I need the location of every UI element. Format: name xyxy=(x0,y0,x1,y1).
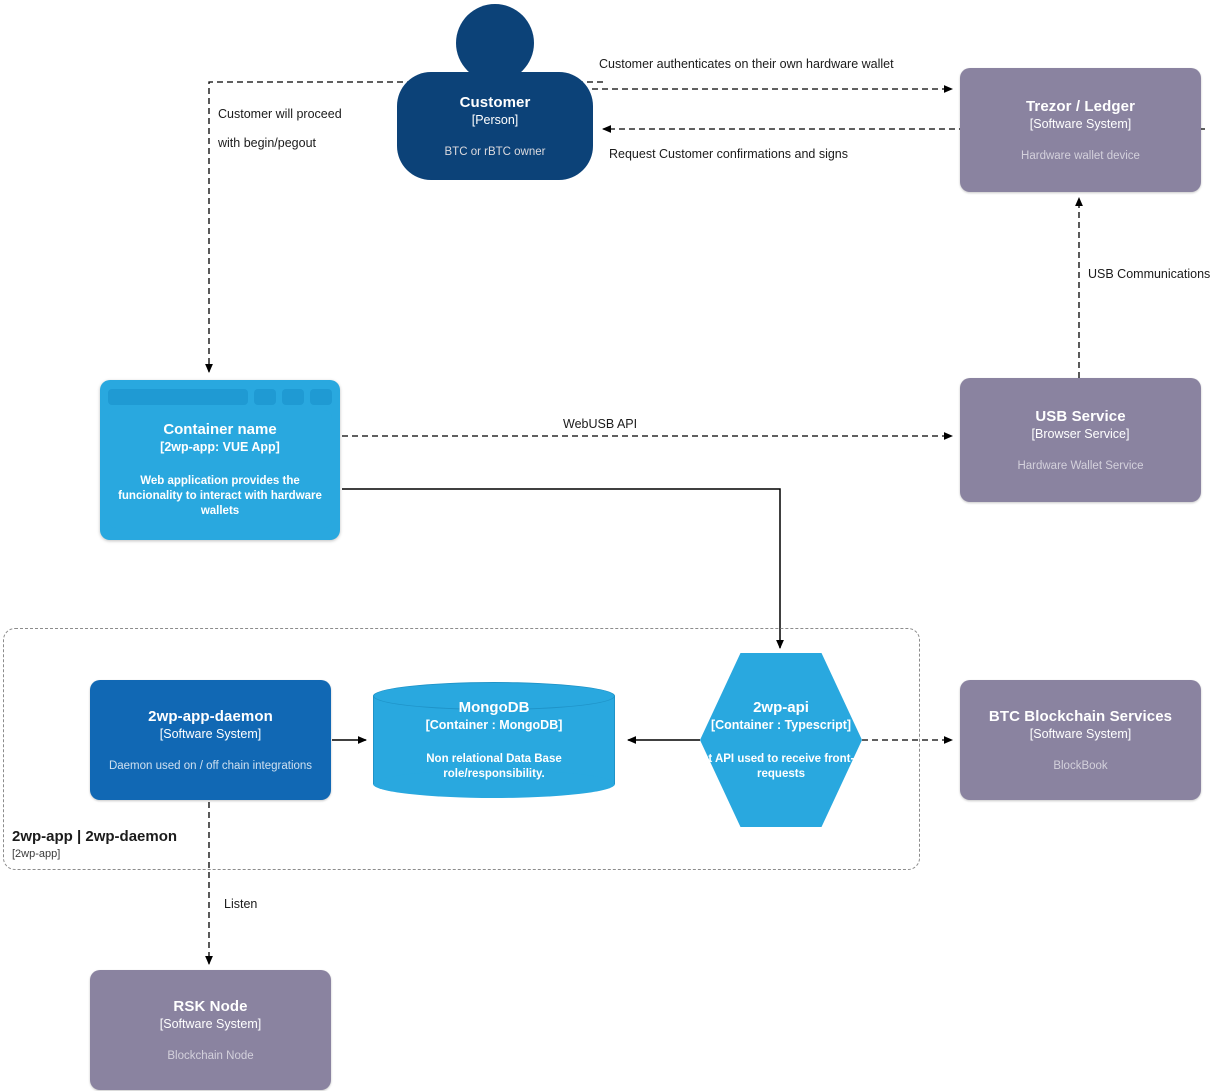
edge-vue-app-to-api xyxy=(342,488,784,649)
node-2wp-api[interactable]: 2wp-api [Container : Typescript] Rest AP… xyxy=(687,653,875,827)
edge-label-customer-to-trezor: Customer authenticates on their own hard… xyxy=(599,57,894,71)
node-btc-blockchain-services-title: BTC Blockchain Services xyxy=(988,707,1173,725)
edge-label-listen: Listen xyxy=(224,897,258,911)
cylinder-bottom xyxy=(373,770,615,798)
node-rsk-node-title: RSK Node xyxy=(173,997,248,1015)
node-2wp-api-description: Rest API used to receive front-end reque… xyxy=(687,753,875,780)
node-vue-app-body: Container name [2wp-app: VUE App] Web ap… xyxy=(108,410,332,528)
node-usb-service-description: Hardware Wallet Service xyxy=(1017,459,1144,472)
browser-button-1-icon[interactable] xyxy=(254,389,276,405)
node-customer-title: Customer xyxy=(459,93,531,111)
node-vue-app-title: Container name xyxy=(163,420,277,438)
node-btc-blockchain-services[interactable]: BTC Blockchain Services [Software System… xyxy=(960,680,1201,800)
node-rsk-node[interactable]: RSK Node [Software System] Blockchain No… xyxy=(90,970,331,1090)
node-mongodb-title: MongoDB xyxy=(458,699,530,716)
browser-title-bar xyxy=(108,388,332,406)
browser-address-field[interactable] xyxy=(108,389,248,405)
node-customer[interactable]: Customer [Person] BTC or rBTC owner xyxy=(397,72,593,180)
node-customer-description: BTC or rBTC owner xyxy=(444,145,546,158)
edge-label-webusb-api: WebUSB API xyxy=(563,417,638,431)
node-mongodb[interactable]: MongoDB [Container : MongoDB] Non relati… xyxy=(373,682,615,798)
node-2wp-app-daemon-subtitle: [Software System] xyxy=(159,726,262,741)
node-usb-service[interactable]: USB Service [Browser Service] Hardware W… xyxy=(960,378,1201,502)
node-2wp-api-label: 2wp-api [Container : Typescript] Rest AP… xyxy=(686,653,876,827)
node-usb-service-title: USB Service xyxy=(1035,407,1126,425)
boundary-title: 2wp-app | 2wp-daemon xyxy=(12,828,178,845)
node-trezor-ledger-description: Hardware wallet device xyxy=(1021,149,1140,162)
node-vue-app[interactable]: Container name [2wp-app: VUE App] Web ap… xyxy=(100,380,340,540)
node-customer-subtitle: [Person] xyxy=(471,112,519,127)
cylinder-left-edge xyxy=(373,696,374,784)
node-trezor-ledger[interactable]: Trezor / Ledger [Software System] Hardwa… xyxy=(960,68,1201,192)
node-2wp-app-daemon-description: Daemon used on / off chain integrations xyxy=(108,759,313,772)
hexagon-shape xyxy=(700,653,862,827)
edge-label-usb-communications: USB Communications xyxy=(1088,267,1211,281)
cylinder-top xyxy=(373,682,615,710)
person-head-icon xyxy=(456,4,534,82)
cylinder-body xyxy=(373,696,615,784)
node-2wp-api-title: 2wp-api xyxy=(753,699,809,716)
node-vue-app-subtitle: [2wp-app: VUE App] xyxy=(160,439,280,454)
edge-label-customer-to-vue-line2: with begin/pegout xyxy=(218,136,316,150)
boundary-2wp-app xyxy=(3,628,920,870)
node-mongodb-subtitle: [Container : MongoDB] xyxy=(425,718,563,732)
boundary-subtitle: [2wp-app] xyxy=(12,848,61,860)
cylinder-right-edge xyxy=(614,696,615,784)
node-trezor-ledger-title: Trezor / Ledger xyxy=(1025,97,1136,115)
edge-label-trezor-to-customer: Request Customer confirmations and signs xyxy=(609,147,849,161)
node-btc-blockchain-services-subtitle: [Software System] xyxy=(1029,726,1132,741)
browser-button-3-icon[interactable] xyxy=(310,389,332,405)
node-rsk-node-description: Blockchain Node xyxy=(167,1049,254,1062)
node-2wp-app-daemon[interactable]: 2wp-app-daemon [Software System] Daemon … xyxy=(90,680,331,800)
node-2wp-app-daemon-title: 2wp-app-daemon xyxy=(148,707,273,725)
node-mongodb-description: Non relational Data Base role/responsibi… xyxy=(426,753,562,780)
node-mongodb-label: MongoDB [Container : MongoDB] Non relati… xyxy=(373,682,615,798)
node-2wp-api-subtitle: [Container : Typescript] xyxy=(710,718,852,732)
node-rsk-node-subtitle: [Software System] xyxy=(159,1016,262,1031)
node-btc-blockchain-services-description: BlockBook xyxy=(1053,759,1108,772)
node-usb-service-subtitle: [Browser Service] xyxy=(1031,426,1130,441)
node-vue-app-description: Web application provides the funcionalit… xyxy=(118,474,322,517)
browser-button-2-icon[interactable] xyxy=(282,389,304,405)
edge-label-customer-to-vue-line1: Customer will proceed xyxy=(218,107,342,121)
node-trezor-ledger-subtitle: [Software System] xyxy=(1029,116,1132,131)
